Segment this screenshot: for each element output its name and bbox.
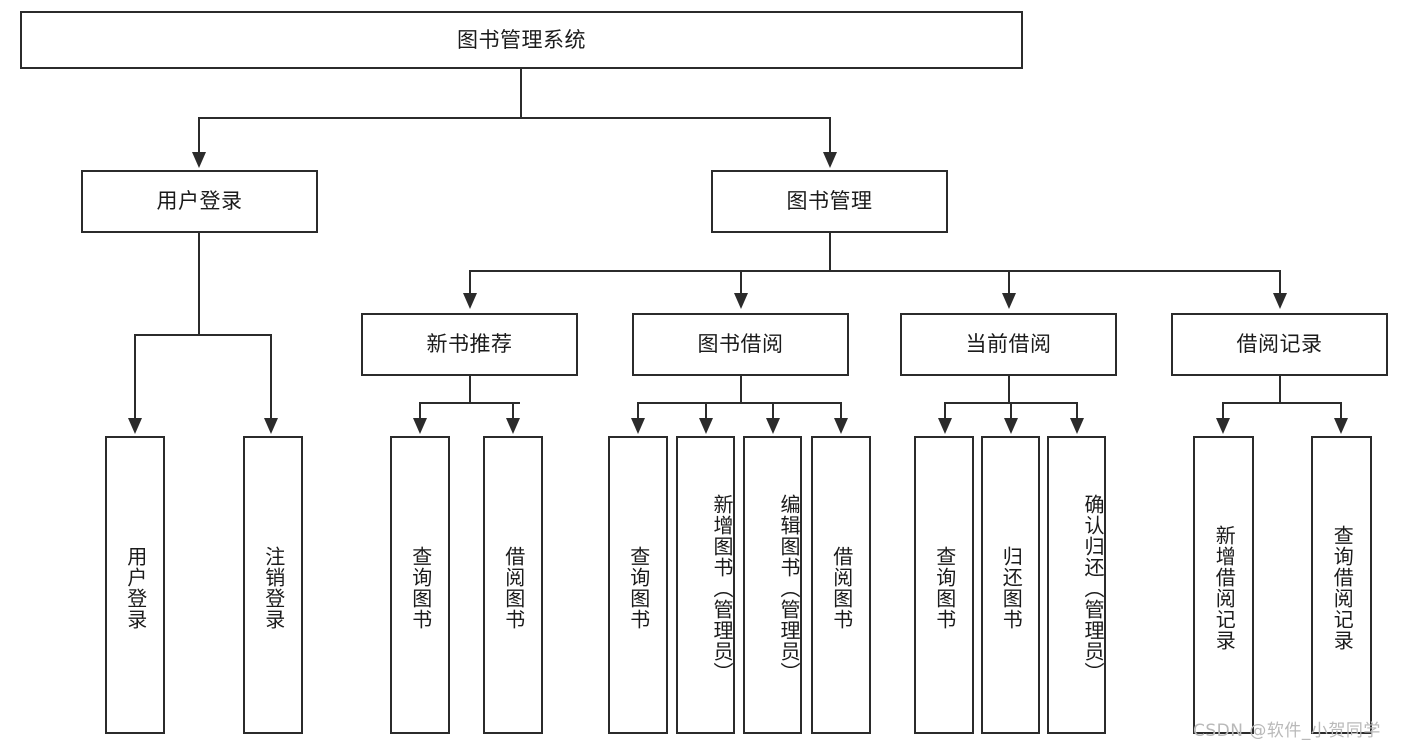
edge-nbr-bus — [419, 402, 520, 404]
arrow-to-new-book-recommend — [463, 293, 477, 309]
node-leaf-confirm-return[interactable]: 确认归还（管理员） — [1047, 436, 1106, 734]
node-leaf-query-book-2[interactable]: 查询图书 — [608, 436, 668, 734]
node-leaf-borrow-book-2[interactable]: 借阅图书 — [811, 436, 871, 734]
node-borrow-record[interactable]: 借阅记录 — [1171, 313, 1388, 376]
edge-nbr-drop-2 — [512, 402, 514, 418]
edge-nbr-trunk — [469, 376, 471, 403]
arrow-to-leaf-borrow-book-1 — [506, 418, 520, 434]
edge-root-trunk — [520, 69, 522, 118]
node-leaf-user-login[interactable]: 用户登录 — [105, 436, 165, 734]
edge-cb-drop-2 — [1010, 402, 1012, 418]
edge-cb-drop-1 — [944, 402, 946, 418]
node-book-management[interactable]: 图书管理 — [711, 170, 948, 233]
arrow-to-leaf-logout-login — [264, 418, 278, 434]
node-root-图书管理系统[interactable]: 图书管理系统 — [20, 11, 1023, 69]
arrow-to-current-borrow — [1002, 293, 1016, 309]
edge-bm-drop-4 — [1279, 270, 1281, 293]
node-current-borrow[interactable]: 当前借阅 — [900, 313, 1117, 376]
arrow-to-leaf-query-book-2 — [631, 418, 645, 434]
edge-br-bus — [1222, 402, 1342, 404]
edge-br-drop-1 — [1222, 402, 1224, 418]
node-leaf-query-record[interactable]: 查询借阅记录 — [1311, 436, 1372, 734]
edge-user-login-trunk — [198, 233, 200, 335]
edge-nbr-drop-1 — [419, 402, 421, 418]
edge-bb-bus — [637, 402, 842, 404]
arrow-to-leaf-user-login — [128, 418, 142, 434]
edge-bb-drop-1 — [637, 402, 639, 418]
node-leaf-return-book[interactable]: 归还图书 — [981, 436, 1040, 734]
edge-bb-trunk — [740, 376, 742, 403]
edge-br-drop-2 — [1340, 402, 1342, 418]
node-leaf-query-book-1[interactable]: 查询图书 — [390, 436, 450, 734]
node-leaf-add-book[interactable]: 新增图书（管理员） — [676, 436, 735, 734]
arrow-to-leaf-return-book — [1004, 418, 1018, 434]
arrow-to-user-login — [192, 152, 206, 168]
edge-root-to-book-management — [829, 117, 831, 152]
edge-bm-drop-2 — [740, 270, 742, 293]
edge-user-login-bus — [134, 334, 272, 336]
edge-bb-drop-2 — [705, 402, 707, 418]
arrow-to-leaf-query-book-3 — [938, 418, 952, 434]
arrow-to-leaf-add-book — [699, 418, 713, 434]
edge-book-management-bus — [469, 270, 1281, 272]
edge-br-trunk — [1279, 376, 1281, 403]
node-user-login[interactable]: 用户登录 — [81, 170, 318, 233]
edge-bm-drop-1 — [469, 270, 471, 293]
edge-bb-drop-4 — [840, 402, 842, 418]
node-leaf-add-record[interactable]: 新增借阅记录 — [1193, 436, 1254, 734]
node-leaf-edit-book[interactable]: 编辑图书（管理员） — [743, 436, 802, 734]
arrow-to-book-borrow — [734, 293, 748, 309]
edge-bb-drop-3 — [772, 402, 774, 418]
edge-root-to-user-login — [198, 117, 200, 152]
arrow-to-book-management — [823, 152, 837, 168]
arrow-to-leaf-confirm-return — [1070, 418, 1084, 434]
node-leaf-query-book-3[interactable]: 查询图书 — [914, 436, 974, 734]
edge-root-bus — [199, 117, 831, 119]
csdn-watermark: CSDN @软件_小贺同学 — [1193, 721, 1381, 741]
arrow-to-leaf-query-book-1 — [413, 418, 427, 434]
edge-cb-trunk — [1008, 376, 1010, 403]
edge-bm-drop-3 — [1008, 270, 1010, 293]
arrow-to-leaf-query-record — [1334, 418, 1348, 434]
node-leaf-borrow-book-1[interactable]: 借阅图书 — [483, 436, 543, 734]
edge-book-management-trunk — [829, 233, 831, 271]
edge-user-login-drop-2 — [270, 334, 272, 418]
node-leaf-logout-login[interactable]: 注销登录 — [243, 436, 303, 734]
node-new-book-recommend[interactable]: 新书推荐 — [361, 313, 578, 376]
arrow-to-leaf-add-record — [1216, 418, 1230, 434]
edge-user-login-drop-1 — [134, 334, 136, 418]
edge-cb-drop-3 — [1076, 402, 1078, 418]
node-book-borrow[interactable]: 图书借阅 — [632, 313, 849, 376]
arrow-to-leaf-edit-book — [766, 418, 780, 434]
arrow-to-leaf-borrow-book-2 — [834, 418, 848, 434]
arrow-to-borrow-record — [1273, 293, 1287, 309]
